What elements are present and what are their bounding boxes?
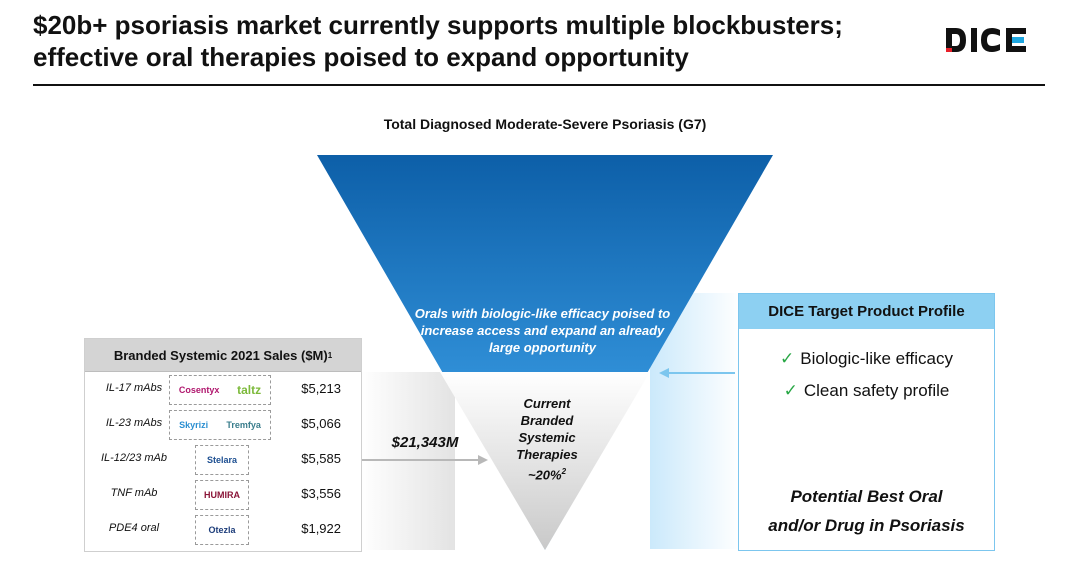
- orals-opportunity-text: Orals with biologic-like efficacy poised…: [414, 306, 671, 355]
- dice-logo: [946, 28, 1026, 52]
- funnel-title: Total Diagnosed Moderate-Severe Psoriasi…: [383, 116, 707, 132]
- sales-value: $1,922: [301, 521, 341, 536]
- drug-class: IL-12/23 mAb: [100, 452, 168, 464]
- target-product-profile-panel: DICE Target Product Profile ✓Biologic-li…: [738, 293, 995, 551]
- current-branded-label: Current Branded Systemic Therapies ~20%2: [494, 395, 600, 483]
- tpp-result-line-2: and/or Drug in Psoriasis: [768, 516, 965, 535]
- current-share-value: ~20%: [527, 467, 562, 483]
- check-icon: ✓: [783, 381, 798, 400]
- brand-logos: Stelara: [195, 445, 249, 475]
- tpp-result-line-1: Potential Best Oral: [790, 487, 943, 506]
- total-sales-amount: $21,343M: [391, 434, 459, 451]
- funnel-triangle: [317, 155, 773, 550]
- current-share-footnote: 2: [561, 467, 567, 476]
- table-row: IL-12/23 mAb Stelara $5,585: [85, 442, 361, 477]
- tremfya-logo: Tremfya: [226, 420, 261, 430]
- tpp-item-label: Clean safety profile: [803, 381, 950, 400]
- skyrizi-logo: Skyrizi: [179, 420, 209, 430]
- stelara-logo: Stelara: [206, 455, 238, 465]
- title-line-1: $20b+ psoriasis market currently support…: [33, 10, 843, 40]
- current-therapies-triangle: [440, 372, 650, 550]
- brand-logos: Otezla: [195, 515, 249, 545]
- table-row: TNF mAb HUMIRA $3,556: [85, 477, 361, 512]
- current-share: ~20%2: [494, 463, 600, 483]
- brand-logos: Cosentyx taltz: [169, 375, 271, 405]
- current-line-1: Current: [523, 396, 571, 411]
- brand-logos: Skyrizi Tremfya: [169, 410, 271, 440]
- sales-table-heading: Branded Systemic 2021 Sales ($M)1: [85, 339, 361, 372]
- humira-logo: HUMIRA: [204, 490, 240, 500]
- title-line-2: effective oral therapies poised to expan…: [33, 42, 689, 72]
- sales-table: Branded Systemic 2021 Sales ($M)1 IL-17 …: [84, 338, 362, 552]
- brand-logos: HUMIRA: [195, 480, 249, 510]
- drug-class: TNF mAb: [110, 487, 158, 499]
- current-line-4: Therapies: [516, 447, 578, 462]
- table-row: PDE4 oral Otezla $1,922: [85, 512, 361, 547]
- tpp-item-label: Biologic-like efficacy: [800, 349, 953, 368]
- sales-heading-text: Branded Systemic 2021 Sales ($M): [113, 347, 328, 363]
- sales-heading-footnote: 1: [327, 350, 333, 360]
- tpp-heading: DICE Target Product Profile: [739, 294, 994, 329]
- tpp-item-safety: ✓ Clean safety profile: [739, 381, 994, 401]
- title-divider: [33, 84, 1045, 86]
- table-row: IL-17 mAbs Cosentyx taltz $5,213: [85, 372, 361, 407]
- table-row: IL-23 mAbs Skyrizi Tremfya $5,066: [85, 407, 361, 442]
- tpp-result: Potential Best Oral and/or Drug in Psori…: [739, 482, 994, 540]
- sales-value: $5,213: [301, 381, 341, 396]
- cosentyx-logo: Cosentyx: [178, 385, 220, 395]
- current-line-2: Branded: [520, 413, 574, 428]
- drug-class: IL-17 mAbs: [105, 382, 163, 394]
- tpp-arrow-head: [659, 368, 669, 378]
- sales-value: $5,585: [301, 451, 341, 466]
- check-icon: ✓: [779, 349, 795, 368]
- current-line-3: Systemic: [518, 430, 576, 445]
- sales-arrow-head: [478, 455, 488, 465]
- drug-class: PDE4 oral: [108, 522, 160, 534]
- taltz-logo: taltz: [237, 383, 262, 397]
- page-title: $20b+ psoriasis market currently support…: [33, 9, 913, 73]
- drug-class: IL-23 mAbs: [105, 417, 163, 429]
- otezla-logo: Otezla: [208, 525, 236, 535]
- tpp-item-efficacy: ✓ Biologic-like efficacy: [739, 349, 994, 369]
- sales-value: $5,066: [301, 416, 341, 431]
- sales-value: $3,556: [301, 486, 341, 501]
